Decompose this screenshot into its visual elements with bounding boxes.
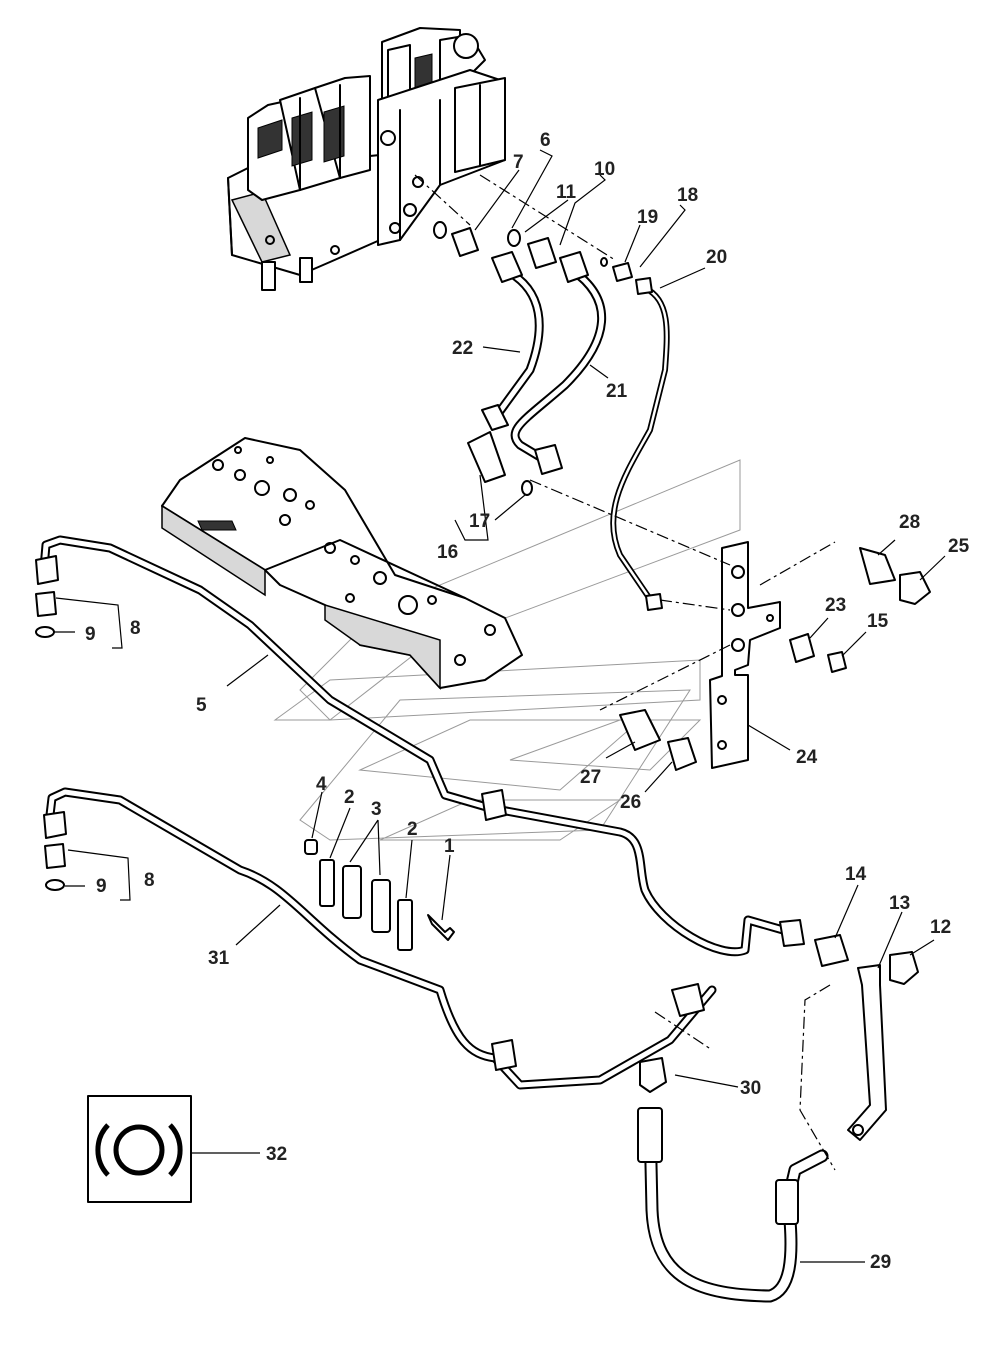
callout-22: 22 [452,338,473,359]
callout-24: 24 [796,747,818,768]
valve-block-assembly [227,27,506,291]
callout-21: 21 [606,381,628,402]
pipe-21 [510,251,607,475]
symbol-box [87,1095,192,1203]
bracket-24 [619,541,931,771]
callout-16: 16 [437,542,458,563]
callout-19: 19 [637,207,658,228]
callout-12: 12 [930,917,951,938]
callout-11: 11 [556,182,577,203]
fittings-upper [433,221,633,496]
callout-5: 5 [196,695,207,716]
pipe-22 [481,251,544,431]
callout-9-top: 9 [85,624,96,645]
callout-6: 6 [540,130,551,151]
clamp-set [304,839,455,951]
callout-15: 15 [867,611,889,632]
callout-26: 26 [620,792,641,813]
callout-2-right: 2 [407,819,418,840]
callout-7: 7 [513,152,524,173]
assembly-lines [414,174,836,1171]
callout-17: 17 [469,511,490,532]
callout-27: 27 [580,767,601,788]
callout-20: 20 [706,247,727,268]
pipe-31 [43,787,717,1090]
callout-28: 28 [899,512,920,533]
callout-8-bottom: 8 [144,870,155,891]
callout-2-left: 2 [344,787,355,808]
pipe-20 [610,277,670,611]
fittings-left [35,591,66,891]
callout-32: 32 [266,1144,287,1165]
bracket-13 [814,934,919,1141]
callout-10: 10 [594,159,615,180]
callout-30: 30 [740,1078,761,1099]
callout-14: 14 [845,864,867,885]
brake-circle-icon [95,1123,183,1177]
callout-labels: 6 7 10 11 18 19 20 22 21 17 16 28 25 23 … [85,130,970,1273]
callout-8-top: 8 [130,618,141,639]
callout-25: 25 [948,536,970,557]
callout-9-bottom: 9 [96,876,107,897]
callout-29: 29 [870,1252,891,1273]
pipe-5 [35,535,805,957]
callout-13: 13 [889,893,910,914]
callout-31: 31 [208,948,230,969]
leader-lines [54,149,946,1263]
hose-29 [637,1057,829,1303]
callout-23: 23 [825,595,846,616]
callout-1: 1 [444,836,455,857]
callout-3: 3 [371,799,382,820]
callout-4: 4 [316,774,327,795]
distribution-plate [161,437,523,690]
callout-18: 18 [677,185,698,206]
